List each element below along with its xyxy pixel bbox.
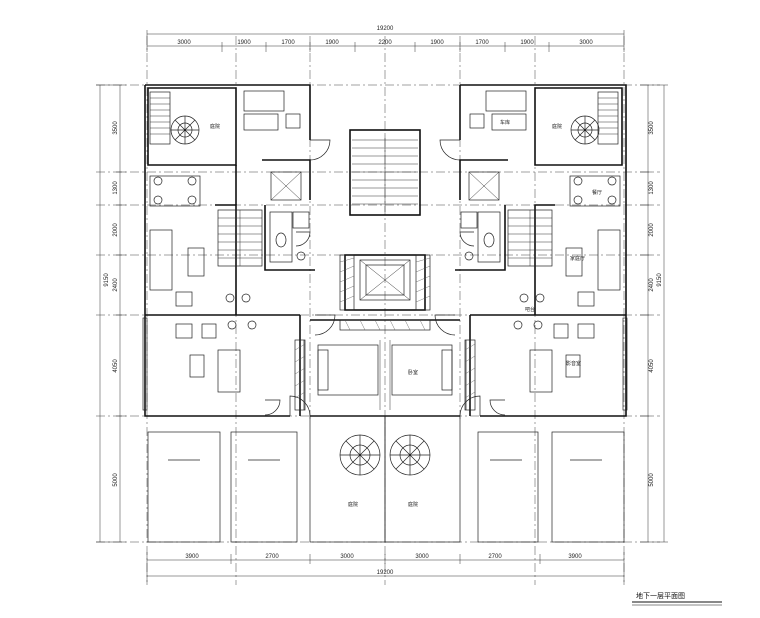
furniture-west [149,90,301,393]
bathroom-fixtures [269,211,501,263]
drawing-title: 地下一层平面图 [636,591,685,600]
inner-stairs [217,209,553,267]
room-labels: 庭院 庭院 车库 餐厅 家庭厅 吧台 影音室 卧室 庭院 庭院 [210,119,602,508]
label-courtyard-nw: 庭院 [210,123,220,130]
hatched-walls [294,254,476,411]
central-stair [352,135,418,212]
dim-right-6: 5000 [649,473,655,487]
label-bar-e: 吧台 [525,306,535,313]
label-garden-sw: 庭院 [348,501,358,508]
left-dimension-chain: 3500 1300 2000 2400 4050 5000 9150 [96,84,126,543]
label-garden-se: 庭院 [408,501,418,508]
dim-right-2: 1300 [649,181,655,195]
dim-left-overall: 9150 [104,273,110,287]
drawing-caption: 地下一层平面图 [632,591,722,606]
label-kitchen-e: 餐厅 [592,189,602,196]
label-courtyard-ne: 庭院 [552,123,562,130]
courtyard-stairs [149,91,619,145]
dim-right-5: 4050 [649,359,655,373]
dim-bottom-5: 2700 [488,554,502,560]
label-storage-ne: 车库 [500,119,510,126]
dim-overall-bottom: 19200 [377,570,394,576]
dim-bottom-2: 2700 [265,554,279,560]
dim-left-1: 3500 [113,121,119,135]
dim-top-5: 2200 [378,40,392,46]
dim-left-3: 2000 [113,223,119,237]
label-bedroom-c: 卧室 [408,369,418,376]
dim-right-3: 2000 [649,223,655,237]
elevators [270,171,500,301]
dim-top-4: 1900 [325,40,339,46]
dim-top-1: 3000 [177,40,191,46]
tree-symbols [170,115,600,476]
central-beds [317,340,453,410]
furniture-east [469,90,621,393]
dim-top-3: 1700 [281,40,295,46]
lower-zone [147,415,625,543]
dim-right-4: 2400 [649,278,655,292]
dim-top-7: 1700 [475,40,489,46]
label-hobby-e: 影音室 [566,360,581,367]
dim-left-5: 4050 [113,359,119,373]
bottom-dimension-chain: 3900 2700 3000 3000 2700 3900 19200 [146,552,625,582]
dim-left-4: 2400 [113,278,119,292]
doors [264,139,506,417]
dim-bottom-6: 3900 [568,554,582,560]
label-family-e: 家庭厅 [570,255,585,262]
walls [144,84,627,417]
dim-top-8: 1900 [520,40,534,46]
windows [142,317,628,411]
dim-top-6: 1900 [430,40,444,46]
dim-bottom-4: 3000 [415,554,429,560]
right-dimension-chain: 3500 1300 2000 2400 4050 5000 9150 [640,84,668,543]
dim-left-6: 5000 [113,473,119,487]
dim-top-9: 3000 [579,40,593,46]
dim-left-2: 1300 [113,181,119,195]
dim-right-1: 3500 [649,121,655,135]
dim-right-overall: 9150 [657,273,663,287]
dim-bottom-1: 3900 [185,554,199,560]
dim-top-2: 1900 [237,40,251,46]
top-dimension-chain: 19200 3000 1900 1700 1900 2200 1900 1700… [146,26,625,52]
dim-overall-top: 19200 [377,26,394,32]
dim-bottom-3: 3000 [340,554,354,560]
